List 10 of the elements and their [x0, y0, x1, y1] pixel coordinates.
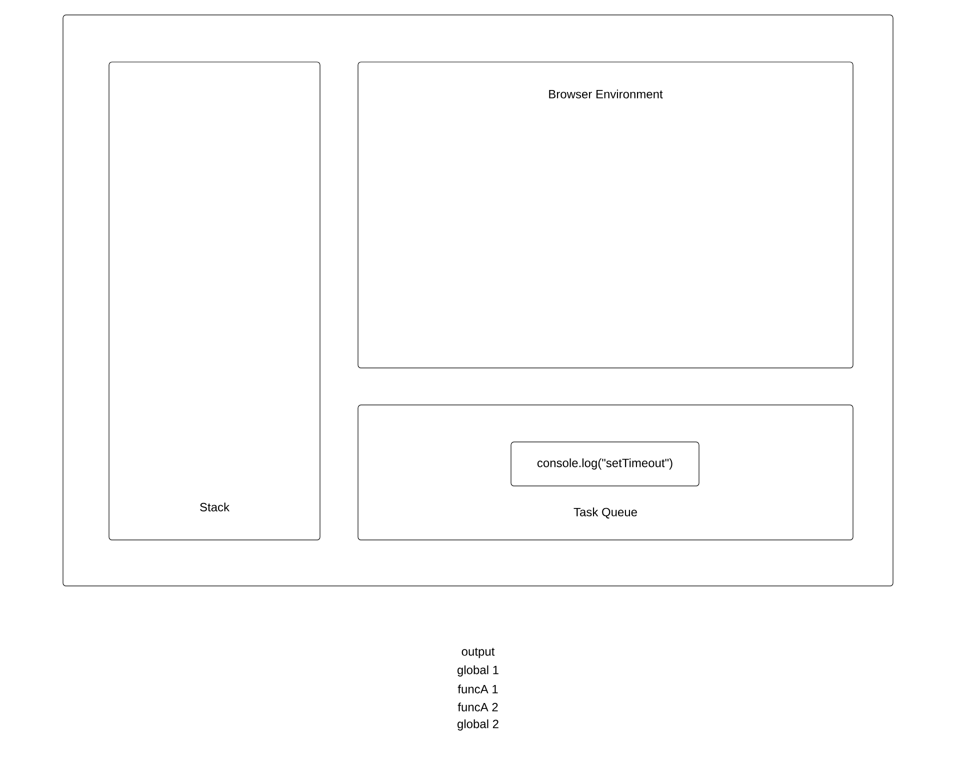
panel-title: Browser Environment: [549, 90, 663, 98]
output-line: global 2: [458, 719, 498, 731]
output-line: funcA 2: [458, 702, 498, 712]
panel-title: Task Queue: [574, 508, 637, 518]
box-label: console.log("setTimeout"): [537, 458, 672, 470]
output-line: funcA 1: [458, 684, 498, 694]
output-line: output: [462, 648, 495, 658]
panel-title: Stack: [200, 502, 230, 512]
outer-frame: [62, 14, 894, 586]
output-line: global 1: [458, 665, 498, 677]
